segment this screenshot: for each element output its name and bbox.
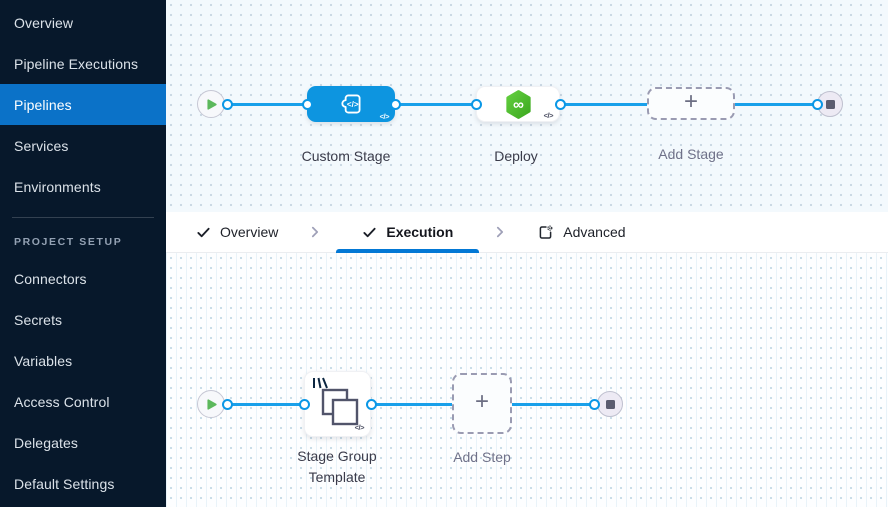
add-stage-button[interactable]: + [647, 87, 735, 120]
step-label-line1: Stage Group [297, 448, 377, 464]
play-icon [206, 398, 217, 410]
stage-config-tabbar: Overview Execution [166, 212, 888, 253]
plus-icon: + [474, 388, 489, 415]
sidebar-item-pipeline-executions[interactable]: Pipeline Executions [14, 55, 139, 72]
code-badge: </> [379, 112, 390, 121]
add-step-button[interactable]: + [452, 373, 512, 434]
connector-dot[interactable] [470, 98, 482, 110]
stop-icon [605, 399, 615, 409]
stage-group-icon [321, 388, 358, 426]
sidebar-item-pipelines[interactable]: Pipelines [0, 84, 166, 125]
connector-dot[interactable] [554, 98, 566, 110]
sidebar-item-services[interactable]: Services [14, 137, 69, 154]
sidebar-item-delegates[interactable]: Delegates [14, 434, 78, 451]
sidebar-item-secrets[interactable]: Secrets [14, 311, 63, 328]
sidebar-item-overview[interactable]: Overview [14, 14, 74, 31]
stop-icon [825, 99, 835, 109]
connector-dot[interactable] [588, 398, 600, 410]
connector-dot[interactable] [298, 398, 310, 410]
check-icon [363, 227, 376, 237]
sidebar-item-variables[interactable]: Variables [14, 352, 73, 369]
stage-node-custom-stage[interactable]: </> </> [307, 86, 395, 122]
pipeline-start-node[interactable] [197, 90, 225, 118]
connector-dot[interactable] [389, 98, 401, 110]
sidebar: Overview Pipeline Executions Pipelines S… [0, 0, 166, 507]
tab-label: Overview [220, 224, 279, 240]
sidebar-item-default-settings[interactable]: Default Settings [14, 475, 115, 492]
sidebar-item-environments[interactable]: Environments [14, 178, 101, 195]
tab-execution[interactable]: Execution [336, 212, 480, 253]
active-tab-underline [336, 249, 480, 253]
custom-stage-icon: </> [341, 94, 361, 114]
advanced-gear-box-icon [539, 225, 553, 239]
sidebar-section-project-setup: PROJECT SETUP [14, 236, 123, 248]
stage-label-deploy: Deploy [494, 148, 538, 164]
sidebar-item-access-control[interactable]: Access Control [14, 393, 110, 410]
deploy-cd-icon: ∞ [505, 89, 531, 119]
code-badge: </> [543, 111, 554, 120]
chevron-right-icon [493, 212, 507, 252]
code-badge: </> [354, 423, 365, 432]
execution-end-node[interactable] [597, 391, 623, 417]
chevron-right-icon [308, 212, 322, 252]
step-label-stage-group-template: Stage Group Template [262, 446, 412, 488]
stage-canvas: </> </> ∞ </> [166, 0, 888, 212]
plus-icon: + [683, 88, 698, 115]
play-icon [206, 98, 217, 110]
connector-dot[interactable] [301, 98, 313, 110]
connector-dot[interactable] [365, 398, 377, 410]
stage-node-deploy[interactable]: ∞ </> [476, 86, 560, 122]
tab-advanced[interactable]: Advanced [521, 212, 641, 252]
svg-text:</>: </> [347, 100, 359, 109]
template-badge-icon [313, 377, 328, 389]
tab-label: Advanced [563, 224, 626, 240]
tab-overview[interactable]: Overview [180, 212, 294, 252]
execution-start-node[interactable] [197, 390, 225, 418]
stage-label-custom-stage: Custom Stage [301, 148, 391, 164]
execution-connector-line [227, 403, 594, 406]
sidebar-item-connectors[interactable]: Connectors [14, 270, 87, 287]
step-node-stage-group-template[interactable]: </> [304, 371, 371, 437]
sidebar-divider [12, 217, 154, 218]
tab-label: Execution [386, 224, 454, 240]
connector-dot[interactable] [221, 398, 233, 410]
stage-label-add-stage: Add Stage [658, 146, 724, 162]
step-label-add-step: Add Step [453, 449, 511, 465]
svg-text:∞: ∞ [513, 96, 524, 113]
connector-dot[interactable] [811, 98, 823, 110]
connector-dot[interactable] [221, 98, 233, 110]
pipeline-studio: </> </> ∞ </> [166, 0, 888, 507]
check-icon [197, 227, 210, 237]
execution-canvas: </> + Stage Group Template Add Step [166, 253, 888, 507]
step-label-line2: Template [308, 469, 366, 485]
